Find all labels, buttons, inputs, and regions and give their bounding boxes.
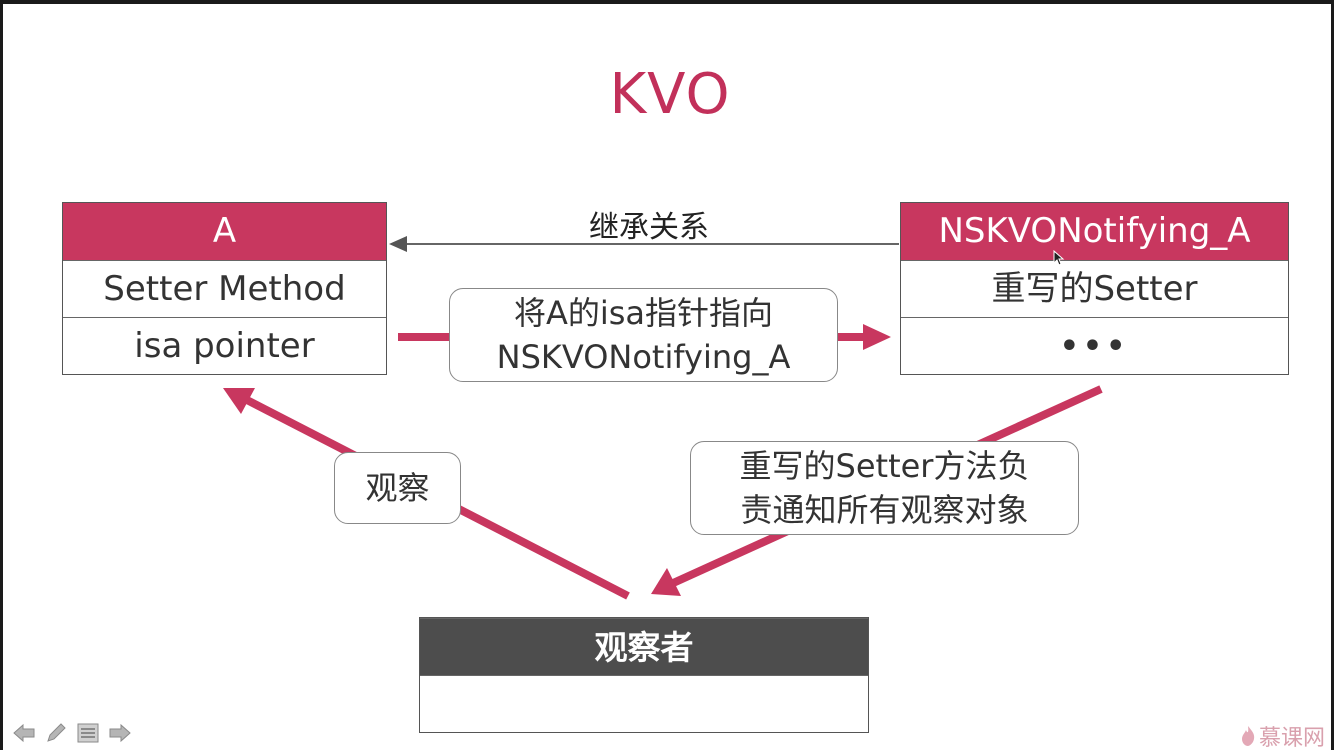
observer-header: 观察者: [420, 618, 868, 675]
presentation-toolbar: [11, 720, 133, 746]
class-a-isa-row: isa pointer: [63, 317, 386, 374]
inherit-label: 继承关系: [589, 210, 709, 245]
observer-box: 观察者: [419, 617, 869, 733]
class-kvo-box: NSKVONotifying_A 重写的Setter •••: [900, 202, 1289, 375]
observe-bubble: 观察: [334, 452, 461, 524]
isa-bubble: 将A的isa指针指向 NSKVONotifying_A: [449, 288, 838, 382]
arrow-left-icon[interactable]: [11, 720, 37, 746]
flame-icon: [1241, 726, 1255, 746]
arrow-right-icon[interactable]: [107, 720, 133, 746]
class-a-header: A: [63, 203, 386, 260]
class-kvo-ellipsis-row: •••: [901, 317, 1288, 374]
class-a-setter-row: Setter Method: [63, 260, 386, 317]
isa-arrow-head: [863, 324, 891, 350]
class-a-box: A Setter Method isa pointer: [62, 202, 387, 375]
observer-body: [420, 675, 868, 732]
notify-bubble-line2: 责通知所有观察对象: [740, 491, 1029, 529]
menu-icon[interactable]: [75, 720, 101, 746]
class-kvo-header: NSKVONotifying_A: [901, 203, 1288, 260]
notify-bubble: 重写的Setter方法负 责通知所有观察对象: [690, 441, 1079, 535]
mouse-cursor-icon: [1053, 250, 1065, 266]
site-logo: 慕课网: [1240, 720, 1325, 750]
isa-bubble-line1: 将A的isa指针指向: [513, 294, 774, 332]
pen-icon[interactable]: [43, 720, 69, 746]
notify-arrow-head: [651, 568, 681, 596]
observe-bubble-text: 观察: [365, 469, 430, 507]
slide-title: KVO: [609, 62, 731, 127]
isa-bubble-line2: NSKVONotifying_A: [496, 338, 791, 376]
logo-text: 慕课网: [1258, 726, 1325, 750]
notify-bubble-line1: 重写的Setter方法负: [739, 447, 1030, 485]
inherit-arrow-head: [389, 236, 407, 252]
class-kvo-setter-row: 重写的Setter: [901, 260, 1288, 317]
observe-arrow-head: [223, 388, 255, 414]
